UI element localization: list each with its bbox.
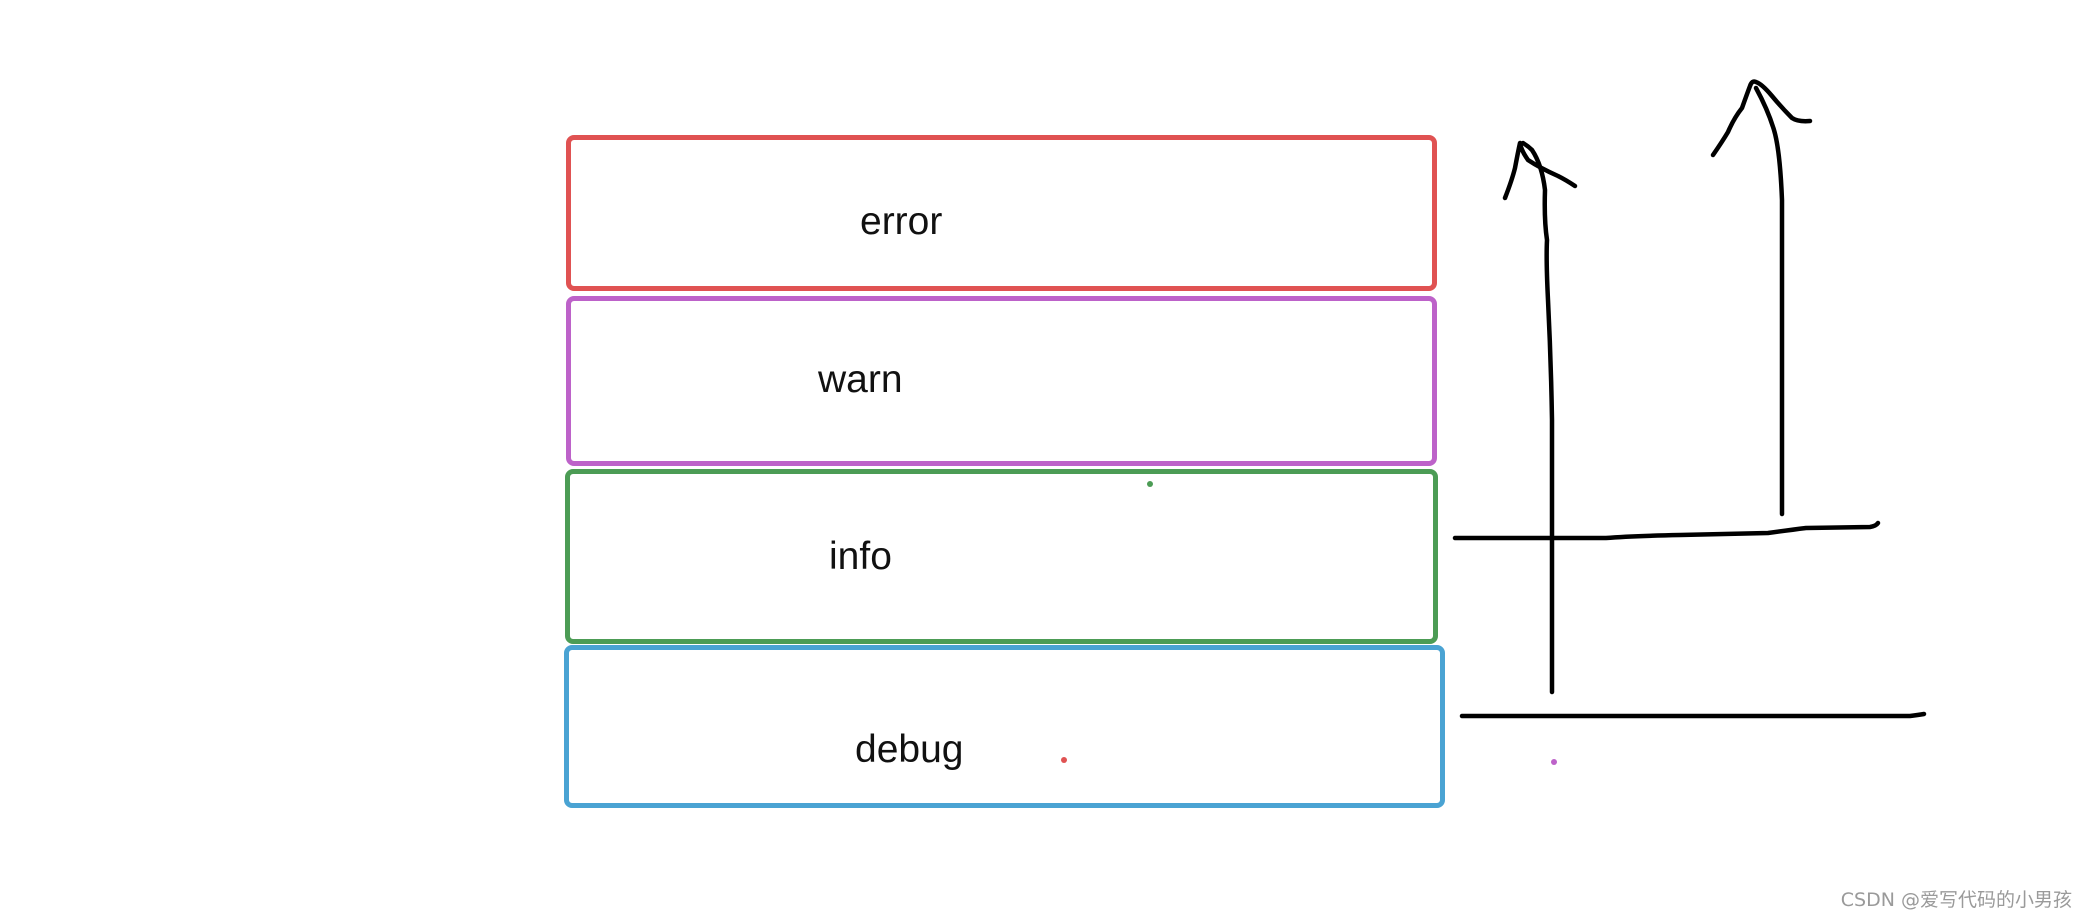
level-box-debug <box>564 645 1445 808</box>
level-label-warn: warn <box>818 358 903 401</box>
level-label-info: info <box>829 535 892 578</box>
right-arrow-head-icon <box>1710 79 1813 158</box>
lower-horizontal-line <box>1459 711 1927 719</box>
level-box-info <box>565 469 1438 644</box>
left-arrow-shaft <box>1520 140 1555 695</box>
red-dot <box>1061 757 1067 763</box>
green-dot <box>1147 481 1153 487</box>
level-label-debug: debug <box>855 728 964 771</box>
purple-dot <box>1551 759 1557 765</box>
watermark: CSDN @爱写代码的小男孩 <box>1840 889 2072 911</box>
left-arrow-head-icon <box>1502 140 1578 201</box>
level-label-error: error <box>860 200 943 243</box>
right-arrow-shaft <box>1753 85 1785 517</box>
level-box-error <box>566 135 1437 291</box>
upper-horizontal-line <box>1452 520 1881 541</box>
level-box-warn <box>566 296 1437 466</box>
